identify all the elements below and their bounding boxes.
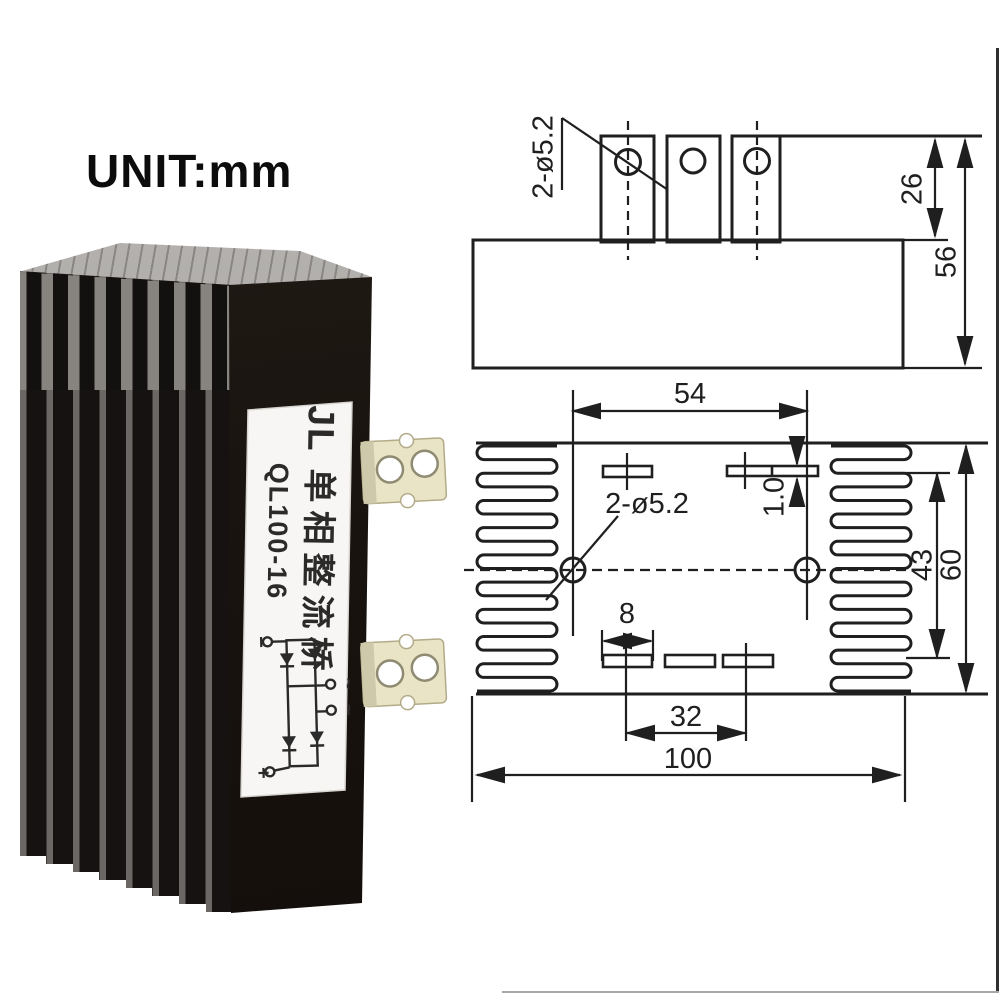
dim-56: 56 [931,246,963,278]
dim-54: 54 [674,378,706,410]
terminal-positive [264,766,276,778]
lug-hole [375,455,405,484]
dimension-lines [474,402,975,784]
lug-hole [410,449,439,478]
product-name-cn: 单相整流桥 [296,468,338,679]
lug-notch [398,633,415,650]
dim-100: 100 [664,743,712,775]
side-hole-callout: 2-ø5.2 [528,115,560,199]
diode-symbols [279,648,324,749]
terminal-negative [261,636,274,648]
slot-bottom-1 [601,653,654,669]
minus-symbol: − [249,636,271,648]
image-bottom-border [502,991,999,993]
brand-text: JL [300,405,342,454]
lug-notch [399,694,416,711]
slot-bottom-3 [721,653,775,669]
lug-hole [410,653,440,682]
schematic-frame [285,638,319,768]
body-outline [471,238,905,370]
model-number: QL100-16 [261,462,294,601]
image-right-border [996,48,999,993]
slot-bottom-2 [663,653,717,669]
right-fins-serpentine [829,444,913,693]
tab-2 [665,134,722,244]
module-label-text: JL 单相整流桥 QL100-16 [245,400,352,786]
terminal-ac1 [324,678,337,690]
centerlines [626,121,759,260]
plus-symbol: + [252,767,274,779]
dim-26: 26 [897,173,929,205]
top-hole-callout: 2-ø5.2 [605,488,689,520]
terminal-lug-top [359,432,448,509]
lug-notch [398,432,415,449]
bridge-rectifier-schematic: − + ~ ~ [249,636,359,779]
hole-2 [679,147,707,175]
dimension-lines [926,137,974,367]
dim-43: 43 [907,549,939,581]
dim-32: 32 [670,701,702,733]
lug-notch [399,492,416,509]
side-view-drawing: 2-ø5.2 26 56 [471,115,982,370]
label-background [240,401,353,798]
product-label [240,401,353,798]
dim-8: 8 [619,598,635,630]
dim-1.0: 1.0 [759,477,791,517]
unit-label: UNIT:mm [86,145,293,197]
terminal-ac2 [325,704,337,716]
terminal-lug-bottom [359,633,448,711]
ac-symbol-2: ~ [337,704,359,716]
top-view-drawing: 54 2-ø5.2 1.0 8 32 100 43 60 [464,378,988,802]
extension-and-leader-lines [560,117,982,370]
ac-symbol-1: ~ [336,678,358,690]
dim-60: 60 [936,549,968,581]
left-fins-serpentine [475,444,559,693]
lug-hole [375,659,405,688]
